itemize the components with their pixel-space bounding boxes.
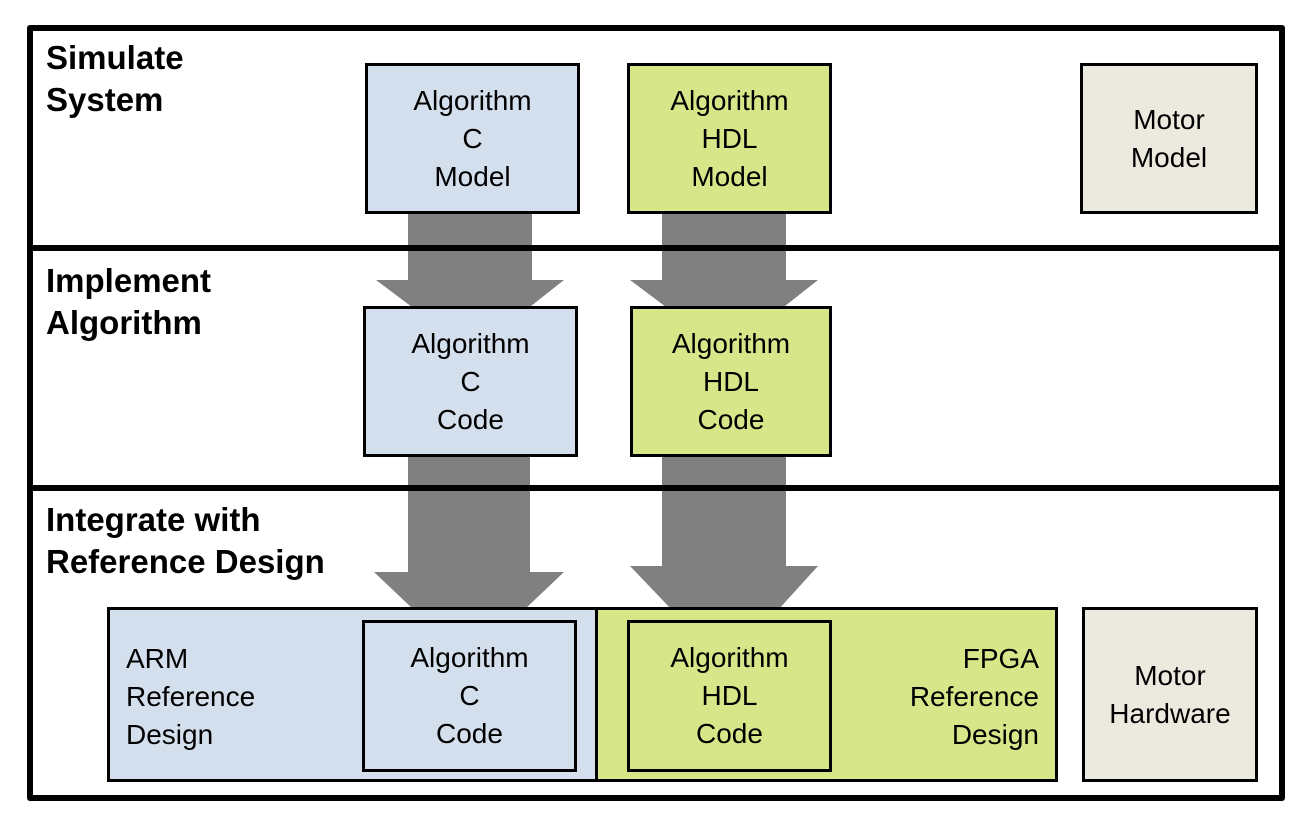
lane-divider-2: [27, 485, 1285, 491]
lane-divider-1: [27, 245, 1285, 251]
arm-algorithm-c-code-box: Algorithm C Code: [362, 620, 577, 772]
arm-reference-design-label: ARM Reference Design: [126, 640, 255, 754]
box-text: C: [462, 122, 483, 154]
diagram-frame: [27, 25, 1285, 801]
box-text: HDL: [701, 122, 758, 154]
box-text: Code: [697, 403, 765, 435]
box-text: Design: [126, 719, 214, 750]
box-text: C: [459, 680, 480, 711]
lane-title-line: Simulate: [46, 39, 184, 76]
algorithm-hdl-model-box: Algorithm HDL Model: [627, 63, 832, 214]
arrow-c-model-to-c-code: [376, 210, 564, 310]
box-text: ARM: [126, 643, 189, 674]
box-text: Model: [691, 160, 768, 192]
lane-title-line: Integrate with: [46, 501, 261, 538]
fpga-reference-design-label: FPGA Reference Design: [910, 640, 1039, 754]
box-text: Model: [434, 160, 511, 192]
box-text: Algorithm: [670, 642, 789, 673]
box-text: Design: [951, 719, 1039, 750]
box-text: HDL: [702, 365, 759, 397]
motor-hardware-box: Motor Hardware: [1082, 607, 1258, 782]
arrow-c-code-to-arm-design: [374, 454, 564, 610]
box-text: Motor: [1133, 103, 1205, 135]
box-text: Code: [437, 403, 504, 435]
lane-title-implement-algorithm: Implement Algorithm: [46, 260, 211, 344]
algorithm-c-code-box: Algorithm C Code: [363, 306, 578, 457]
box-text: Algorithm: [413, 84, 532, 116]
box-text: Algorithm: [411, 327, 530, 359]
box-text: HDL: [701, 680, 758, 711]
box-text: Code: [436, 718, 503, 749]
box-text: Reference: [126, 681, 256, 712]
lane-title-line: Implement: [46, 262, 212, 299]
box-text: C: [460, 365, 481, 397]
lane-title-integrate-reference-design: Integrate with Reference Design: [46, 499, 325, 583]
fpga-algorithm-hdl-code-box: Algorithm HDL Code: [627, 620, 832, 772]
box-text: Code: [696, 718, 763, 749]
lane-title-line: Reference Design: [46, 543, 325, 580]
box-text: Reference: [909, 681, 1039, 712]
algorithm-c-model-box: Algorithm C Model: [365, 63, 580, 214]
box-text: Algorithm: [410, 642, 529, 673]
motor-model-box: Motor Model: [1080, 63, 1258, 214]
lane-title-simulate-system: Simulate System: [46, 37, 184, 121]
arrow-hdl-code-to-fpga-design: [630, 454, 818, 610]
box-text: Model: [1130, 141, 1208, 173]
box-text: Motor: [1134, 659, 1206, 691]
lane-title-line: Algorithm: [46, 304, 202, 341]
box-text: Algorithm: [670, 84, 789, 116]
box-text: Hardware: [1109, 697, 1231, 729]
box-text: FPGA: [962, 643, 1039, 674]
algorithm-hdl-code-box: Algorithm HDL Code: [630, 306, 832, 457]
arrow-hdl-model-to-hdl-code: [630, 210, 818, 310]
box-text: Algorithm: [671, 327, 791, 359]
lane-title-line: System: [46, 81, 164, 118]
